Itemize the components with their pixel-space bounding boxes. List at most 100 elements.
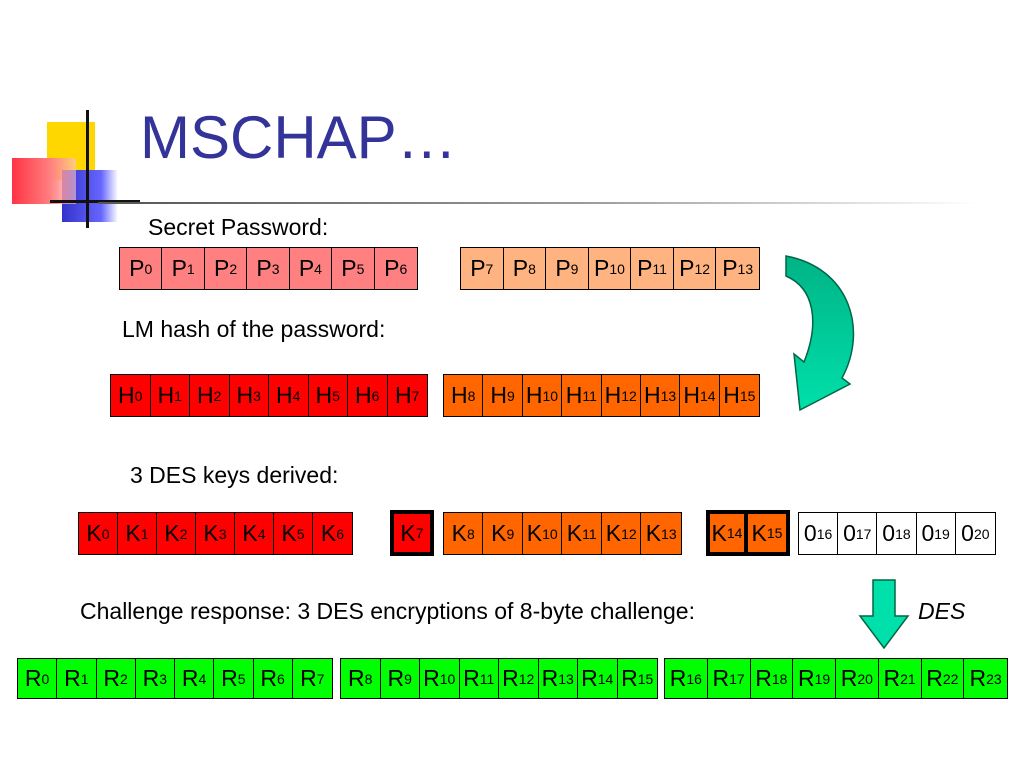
challenge-response-label: Challenge response: 3 DES encryptions of…	[80, 598, 695, 624]
des-label: DES	[918, 598, 966, 624]
page-title: MSCHAP…	[140, 104, 457, 171]
title-underline	[98, 202, 978, 204]
curved-arrow-icon	[785, 255, 855, 412]
secret-password-label: Secret Password:	[148, 214, 329, 240]
lm-hash-label: LM hash of the password:	[122, 316, 386, 342]
red-square	[12, 158, 76, 204]
down-arrow-icon	[858, 579, 910, 650]
corner-decoration	[0, 100, 140, 230]
vertical-line	[86, 110, 89, 228]
horizontal-line	[50, 200, 140, 203]
des-keys-label: 3 DES keys derived:	[130, 462, 339, 488]
